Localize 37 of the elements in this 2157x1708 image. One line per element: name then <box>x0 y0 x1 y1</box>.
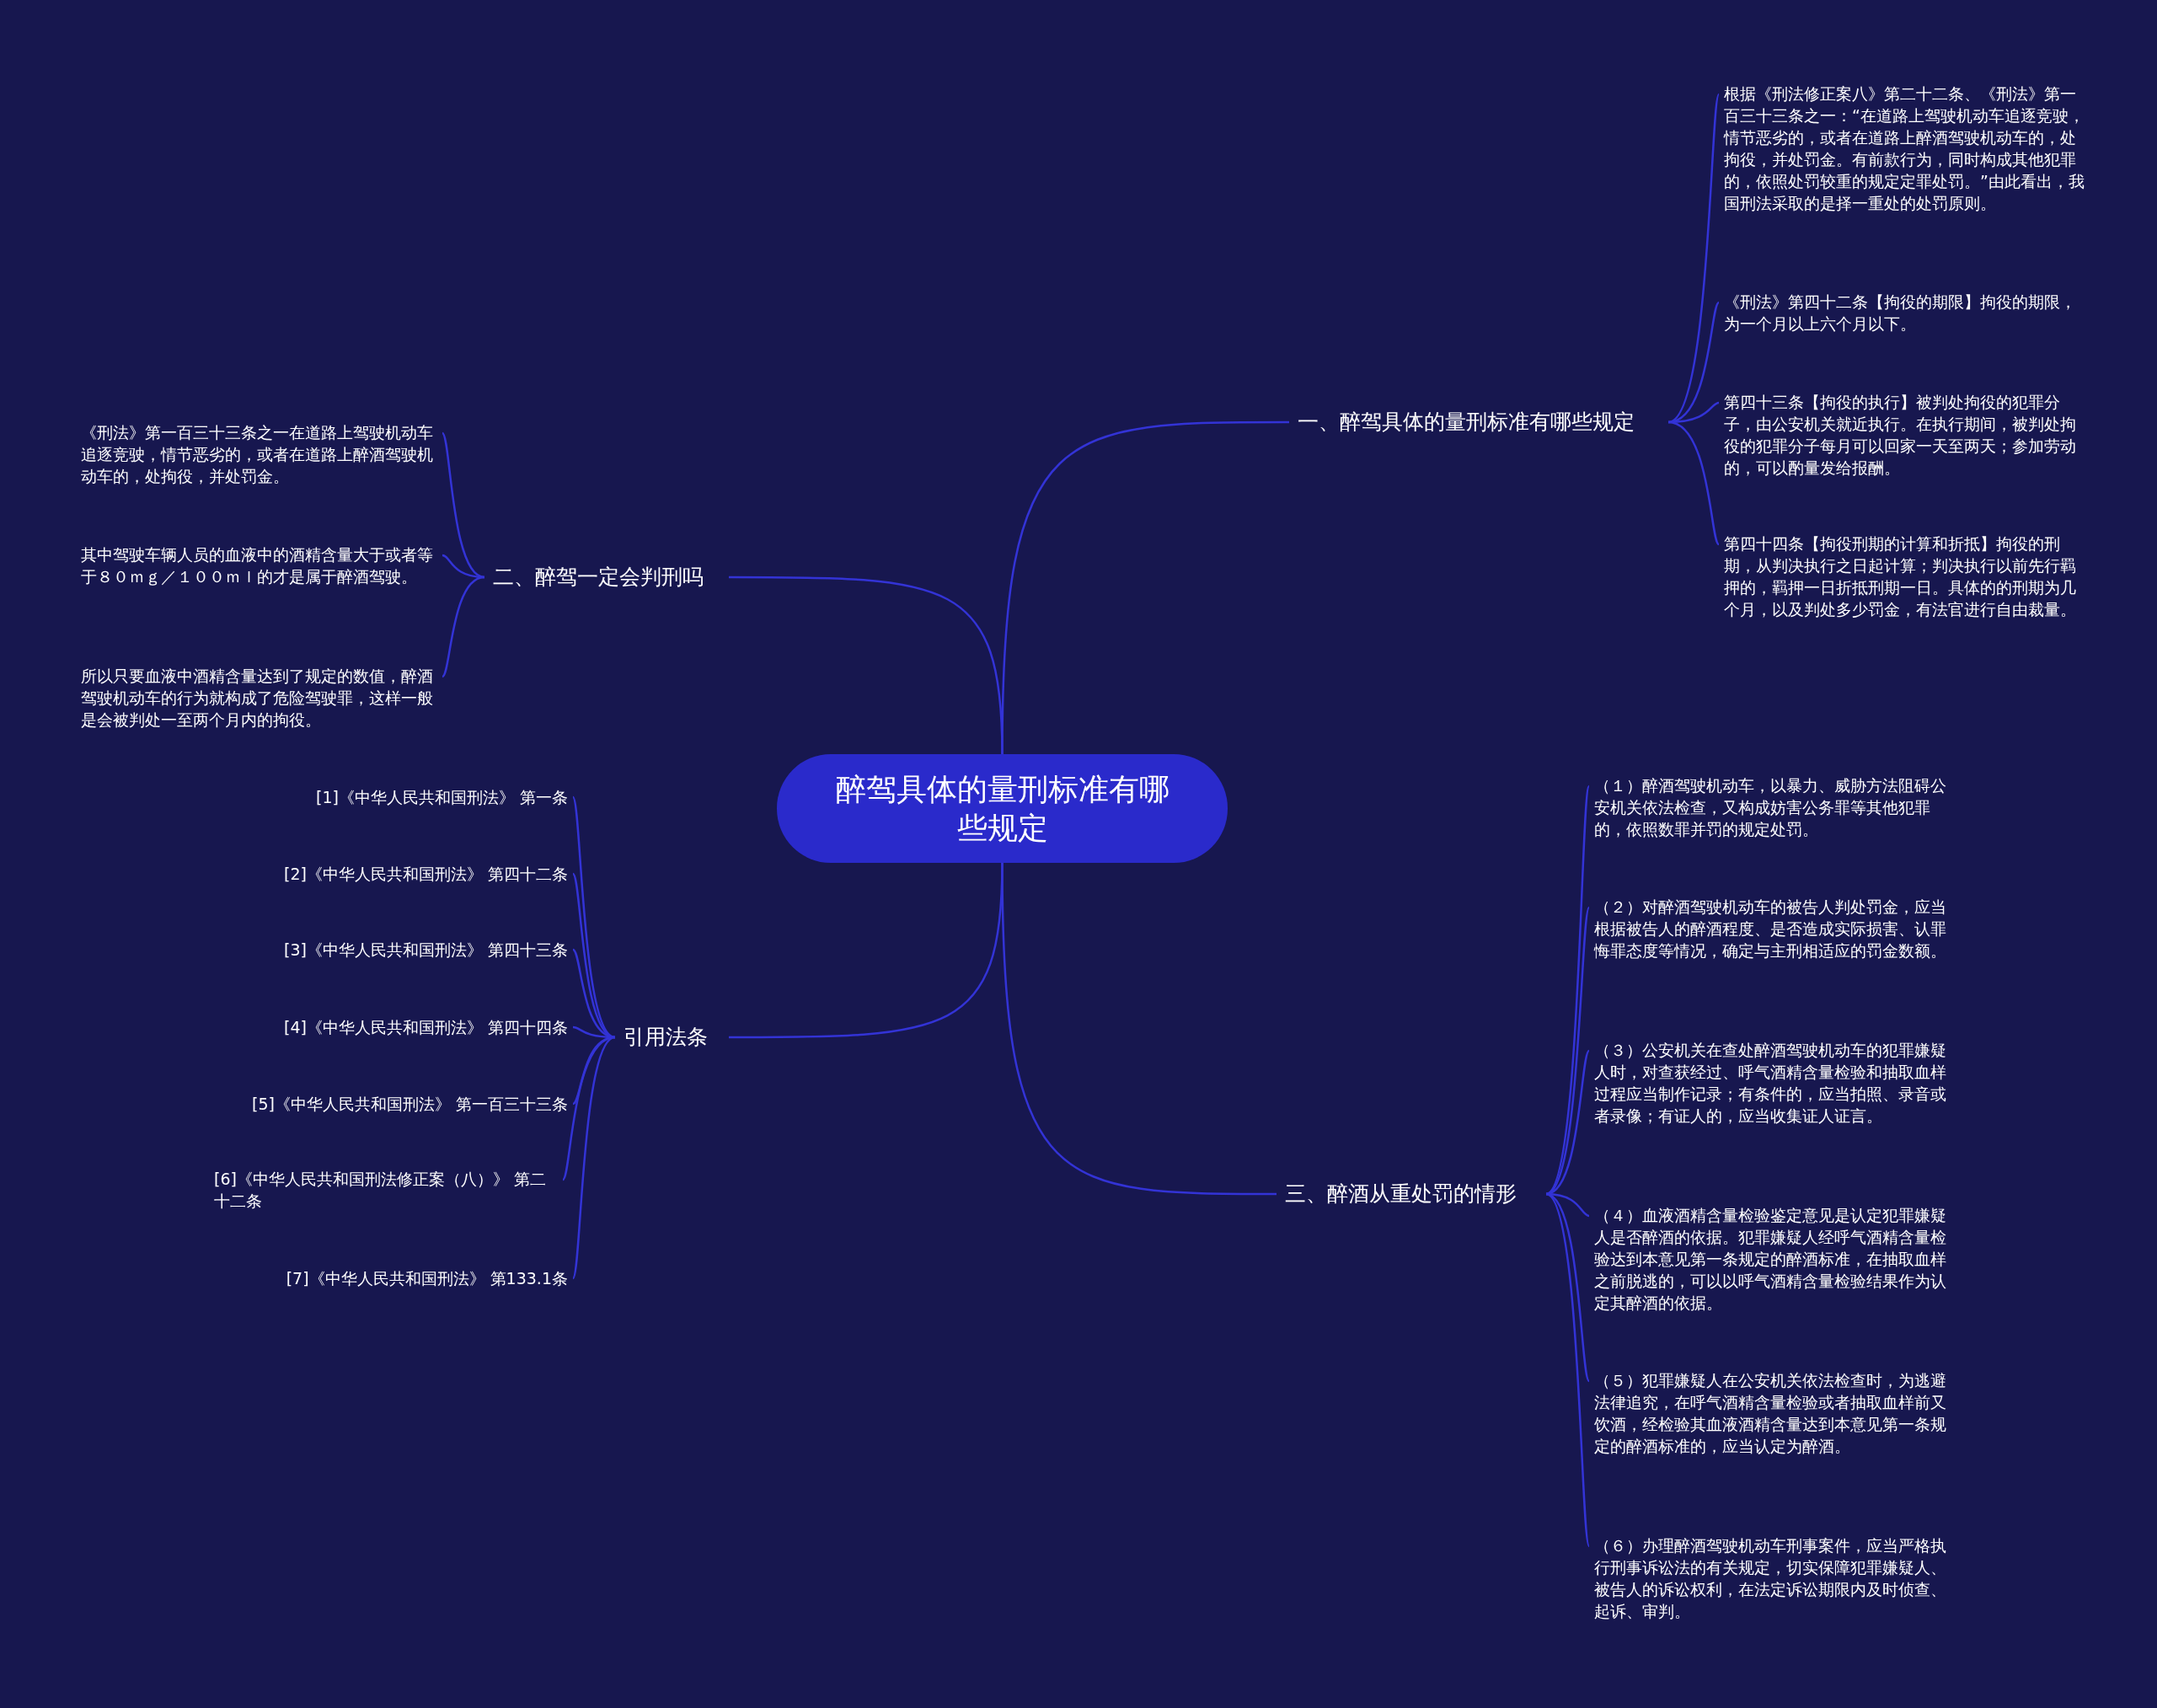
connector-line <box>729 576 1004 755</box>
reference-text: [2]《中华人民共和国刑法》 第四十二条 <box>253 861 573 886</box>
connector-line <box>1667 420 1720 545</box>
connector-line <box>1545 1050 1591 1196</box>
note-text: （３）公安机关在查处醉酒驾驶机动车的犯罪嫌疑人时，对查获经过、呼气酒精含量检验和抽取血样过程应当制作记录；有条件的，应当拍照、录音或者录像；有证人的，应当收集证人证言。 <box>1589 1037 1951 1128</box>
branch-label: 一、醉驾具体的量刑标准有哪些规定 <box>1289 404 1668 440</box>
reference-text: [1]《中华人民共和国刑法》 第一条 <box>253 784 573 810</box>
note-text: （２）对醉酒驾驶机动车的被告人判处罚金，应当根据被告人的醉酒程度、是否造成实际损害、认罪悔罪态度等情况，确定与主刑相适应的罚金数额。 <box>1589 894 1951 963</box>
reference-text: [4]《中华人民共和国刑法》 第四十四条 <box>253 1015 573 1040</box>
branch-label: 二、醉驾一定会判刑吗 <box>484 560 729 595</box>
note-text: 其中驾驶车辆人员的血液中的酒精含量大于或者等于８０ｍｇ／１００ｍｌ的才是属于醉酒驾驶。 <box>76 542 442 589</box>
topic-box: 醉驾具体的量刑标准有哪些规定 <box>777 754 1228 863</box>
note-text: （６）办理醉酒驾驶机动车刑事案件，应当严格执行刑事诉讼法的有关规定，切实保障犯罪嫌疑人、被告人的诉讼权利，在法定诉讼期限内及时侦查、起诉、审判。 <box>1589 1533 1951 1624</box>
note-text: 《刑法》第一百三十三条之一在道路上驾驶机动车追逐竞驶，情节恶劣的，或者在道路上醉酒驾驶机动车的，处拘役，并处罚金。 <box>76 420 442 489</box>
connector-line <box>1667 302 1720 424</box>
note-text: （４）血液酒精含量检验鉴定意见是认定犯罪嫌疑人是否醉酒的依据。犯罪嫌疑人经呼气酒精含量检验达到本意见第一条规定的醉酒标准，在抽取血样之前脱逃的，可以以呼气酒精含量检验结果作为认定其醉酒的依据。 <box>1589 1202 1951 1315</box>
connector-line <box>441 432 485 579</box>
note-text: 《刑法》第四十二条【拘役的期限】拘役的期限，为一个月以上六个月以下。 <box>1719 289 2090 336</box>
connector-line <box>571 873 616 1039</box>
branch-label: 引用法条 <box>615 1020 729 1055</box>
note-text: （５）犯罪嫌疑人在公安机关依法检查时，为逃避法律追究，在呼气酒精含量检验或者抽取血样前又饮酒，经检验其血液酒精含量达到本意见第一条规定的醉酒标准的，应当认定为醉酒。 <box>1589 1368 1951 1459</box>
connector-line <box>1001 863 1277 1196</box>
note-text: 根据《刑法修正案八》第二十二条、《刑法》第一百三十三条之一：“在道路上驾驶机动车追逐竞驶，情节恶劣的，或者在道路上醉酒驾驶机动车的，处拘役，并处罚金。有前款行为，同时构成其他犯罪的，依照处罚较重的规定定罪处罚。”由此看出，我国刑法采取的是择一重处的处罚原则。 <box>1719 81 2090 216</box>
branch-label: 三、醉酒从重处罚的情形 <box>1277 1176 1546 1212</box>
connector-line <box>442 576 485 677</box>
note-text: 第四十三条【拘役的执行】被判处拘役的犯罪分子，由公安机关就近执行。在执行期间，被判处拘役的犯罪分子每月可以回家一天至两天；参加劳动的，可以酌量发给报酬。 <box>1719 389 2090 480</box>
connector-line <box>571 1036 616 1279</box>
note-text: 所以只要血液中酒精含量达到了规定的数值，醉酒驾驶机动车的行为就构成了危险驾驶罪，这样一般是会被判处一至两个月内的拘役。 <box>76 663 442 732</box>
connector-line <box>1545 1193 1591 1547</box>
note-text: 第四十四条【拘役刑期的计算和折抵】拘役的刑期，从判决执行之日起计算；判决执行以前先行羁押的，羁押一日折抵刑期一日。具体的的刑期为几个月，以及判处多少罚金，有法官进行自由裁量。 <box>1719 531 2090 622</box>
reference-text: [7]《中华人民共和国刑法》 第133.1条 <box>202 1266 573 1291</box>
note-text: （１）醉酒驾驶机动车，以暴力、威胁方法阻碍公安机关依法检查，又构成妨害公务罪等其他犯罪的，依照数罪并罚的规定处罚。 <box>1589 773 1951 842</box>
connector-line <box>572 949 616 1039</box>
reference-text: [5]《中华人民共和国刑法》 第一百三十三条 <box>202 1091 573 1116</box>
connector-line <box>1545 785 1591 1195</box>
reference-text: [6]《中华人民共和国刑法修正案（八）》 第二十二条 <box>209 1166 563 1213</box>
reference-text: [3]《中华人民共和国刑法》 第四十三条 <box>253 937 573 962</box>
